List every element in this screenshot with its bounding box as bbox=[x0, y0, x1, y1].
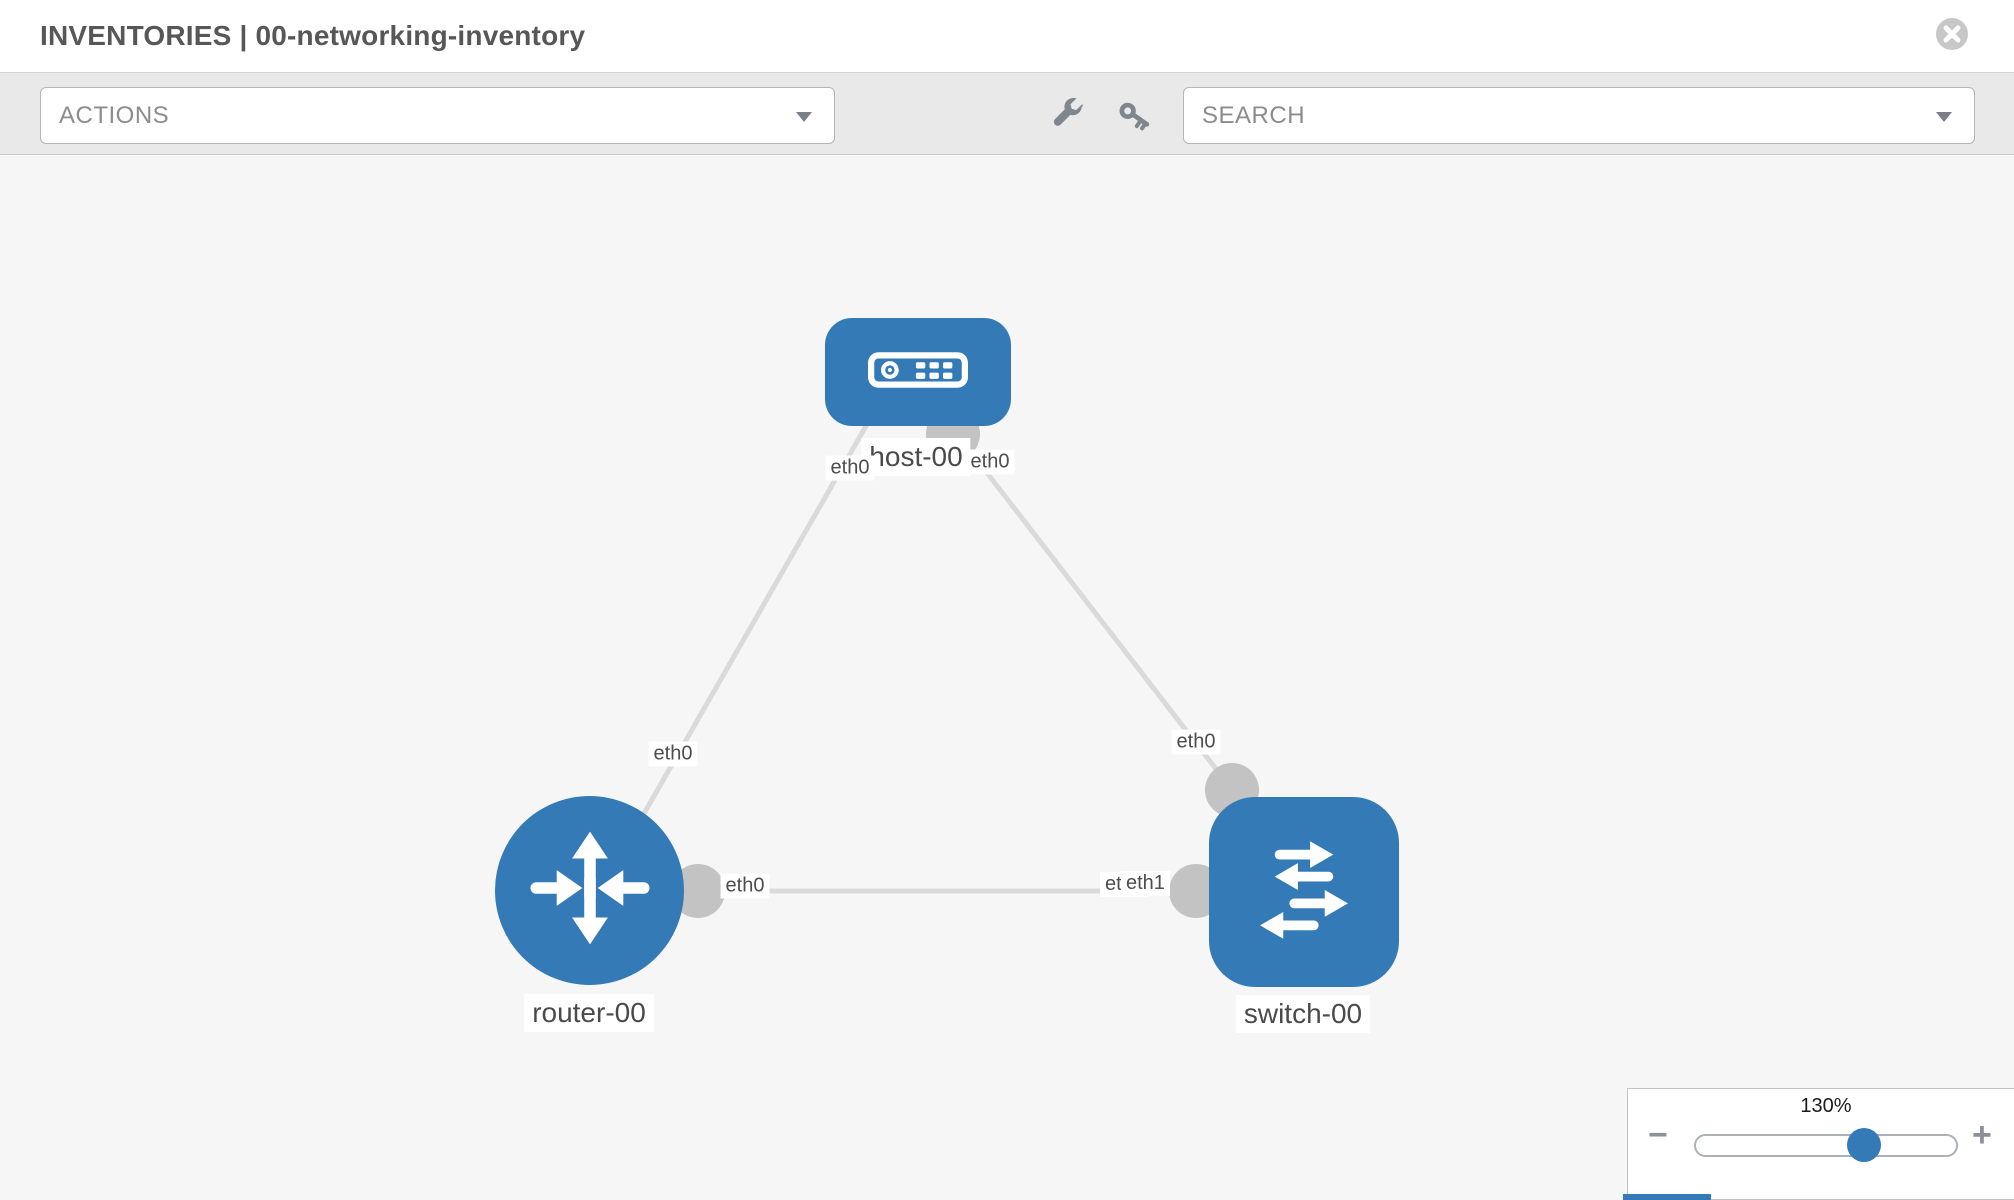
close-icon bbox=[1934, 18, 1970, 55]
topology-canvas[interactable]: host-00 router-00 switch-00 eth0 eth0 et… bbox=[0, 156, 2014, 1200]
interface-label: eth0 bbox=[965, 449, 1015, 475]
key-icon bbox=[1116, 102, 1154, 138]
wrench-icon bbox=[1047, 97, 1085, 138]
node-switch-00-label: switch-00 bbox=[1235, 995, 1371, 1033]
node-host-00[interactable] bbox=[825, 318, 1011, 426]
zoom-panel: 130% − + bbox=[1627, 1088, 2014, 1200]
actions-dropdown[interactable]: ACTIONS bbox=[40, 87, 835, 144]
page-title: INVENTORIES | 00-networking-inventory bbox=[40, 20, 586, 51]
switch-arrows-icon bbox=[1243, 829, 1365, 956]
router-arrows-icon bbox=[526, 822, 654, 959]
chevron-down-icon bbox=[796, 112, 812, 122]
links-layer bbox=[639, 407, 1259, 918]
zoom-out-button[interactable]: − bbox=[1648, 1116, 1668, 1154]
search-dropdown[interactable]: SEARCH bbox=[1183, 87, 1975, 144]
port-circle bbox=[671, 864, 725, 918]
interface-label: eth0 bbox=[825, 455, 875, 481]
interface-label: eth0 bbox=[648, 741, 698, 767]
node-host-00-label: host-00 bbox=[861, 438, 971, 476]
close-button[interactable] bbox=[1934, 16, 1970, 52]
panel-bottom-accent bbox=[1623, 1194, 1711, 1200]
page-header: INVENTORIES | 00-networking-inventory bbox=[0, 0, 2014, 72]
actions-dropdown-label: ACTIONS bbox=[59, 102, 170, 129]
zoom-level: 130% bbox=[1800, 1095, 1852, 1117]
credentials-button[interactable] bbox=[1115, 97, 1155, 137]
interface-label: eth0 bbox=[720, 873, 770, 899]
node-router-00[interactable] bbox=[495, 796, 684, 985]
zoom-slider-handle[interactable] bbox=[1847, 1128, 1881, 1162]
configure-button[interactable] bbox=[1046, 97, 1086, 137]
zoom-in-button[interactable]: + bbox=[1972, 1116, 1992, 1154]
node-switch-00[interactable] bbox=[1209, 797, 1399, 987]
interface-label: eth0 bbox=[1171, 729, 1221, 755]
interface-label: eth1 bbox=[1121, 871, 1170, 896]
chevron-down-icon bbox=[1936, 112, 1952, 122]
server-icon bbox=[868, 351, 968, 393]
search-dropdown-label: SEARCH bbox=[1202, 102, 1306, 129]
zoom-slider-track[interactable] bbox=[1694, 1134, 1958, 1157]
toolbar: ACTIONS SEARCH bbox=[0, 72, 2014, 155]
node-router-00-label: router-00 bbox=[524, 994, 654, 1032]
